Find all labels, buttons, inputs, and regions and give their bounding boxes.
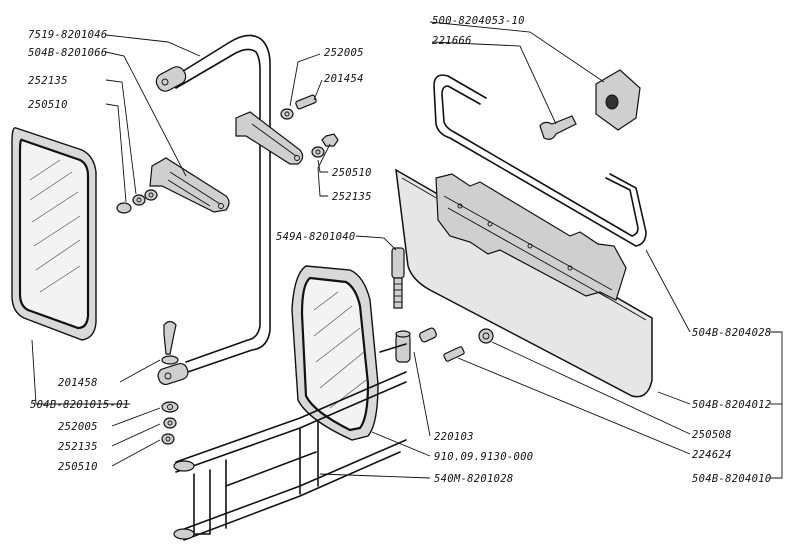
label-224624: 224624 [692,449,732,461]
label-910-09-9130-000: 910.09.9130-000 [434,451,533,463]
label-252135-center: 252135 [332,191,372,203]
fasteners [116,94,339,445]
visor-rod [433,74,647,247]
part-labels: 7519-8201046 504В-8201066 252135 250510 … [28,15,771,485]
label-250510-top: 250510 [28,99,68,111]
bracket-center [235,111,304,165]
leader-lines [31,21,783,479]
label-504b-8201015-01: 504В-8201015-01 [30,399,129,411]
mirror-arm [155,34,271,386]
left-mirror [11,127,97,341]
mirror-bracket-frame [173,330,411,541]
label-250510-center: 250510 [332,167,372,179]
label-201458: 201458 [58,377,98,389]
center-mirror [291,265,379,441]
label-250510-bottom: 250510 [58,461,98,473]
screws-center [419,327,494,362]
label-7519-8201046: 7519-8201046 [28,29,107,41]
label-540m-8201028: 540М-8201028 [434,473,513,485]
label-221666: 221666 [432,35,472,47]
label-549a-8201040: 549А-8201040 [276,231,355,243]
label-504b-8204010: 504В-8204010 [692,473,771,485]
bolt-549a [391,247,405,309]
label-252005-bottom: 252005 [58,421,98,433]
label-504b-8204028: 504В-8204028 [692,327,771,339]
visor-clip [539,69,641,140]
label-504b-8201066: 504В-8201066 [28,47,107,59]
label-500-8204053-10: 500-8204053-10 [432,15,525,27]
label-252135-bottom: 252135 [58,441,98,453]
sun-visor [395,168,653,398]
label-252005-top: 252005 [324,47,364,59]
bracket-left [149,157,230,213]
label-252135-top: 252135 [28,75,68,87]
label-504b-8204012: 504В-8204012 [692,399,771,411]
label-250508: 250508 [692,429,732,441]
label-201454: 201454 [324,73,364,85]
label-220103: 220103 [434,431,474,443]
